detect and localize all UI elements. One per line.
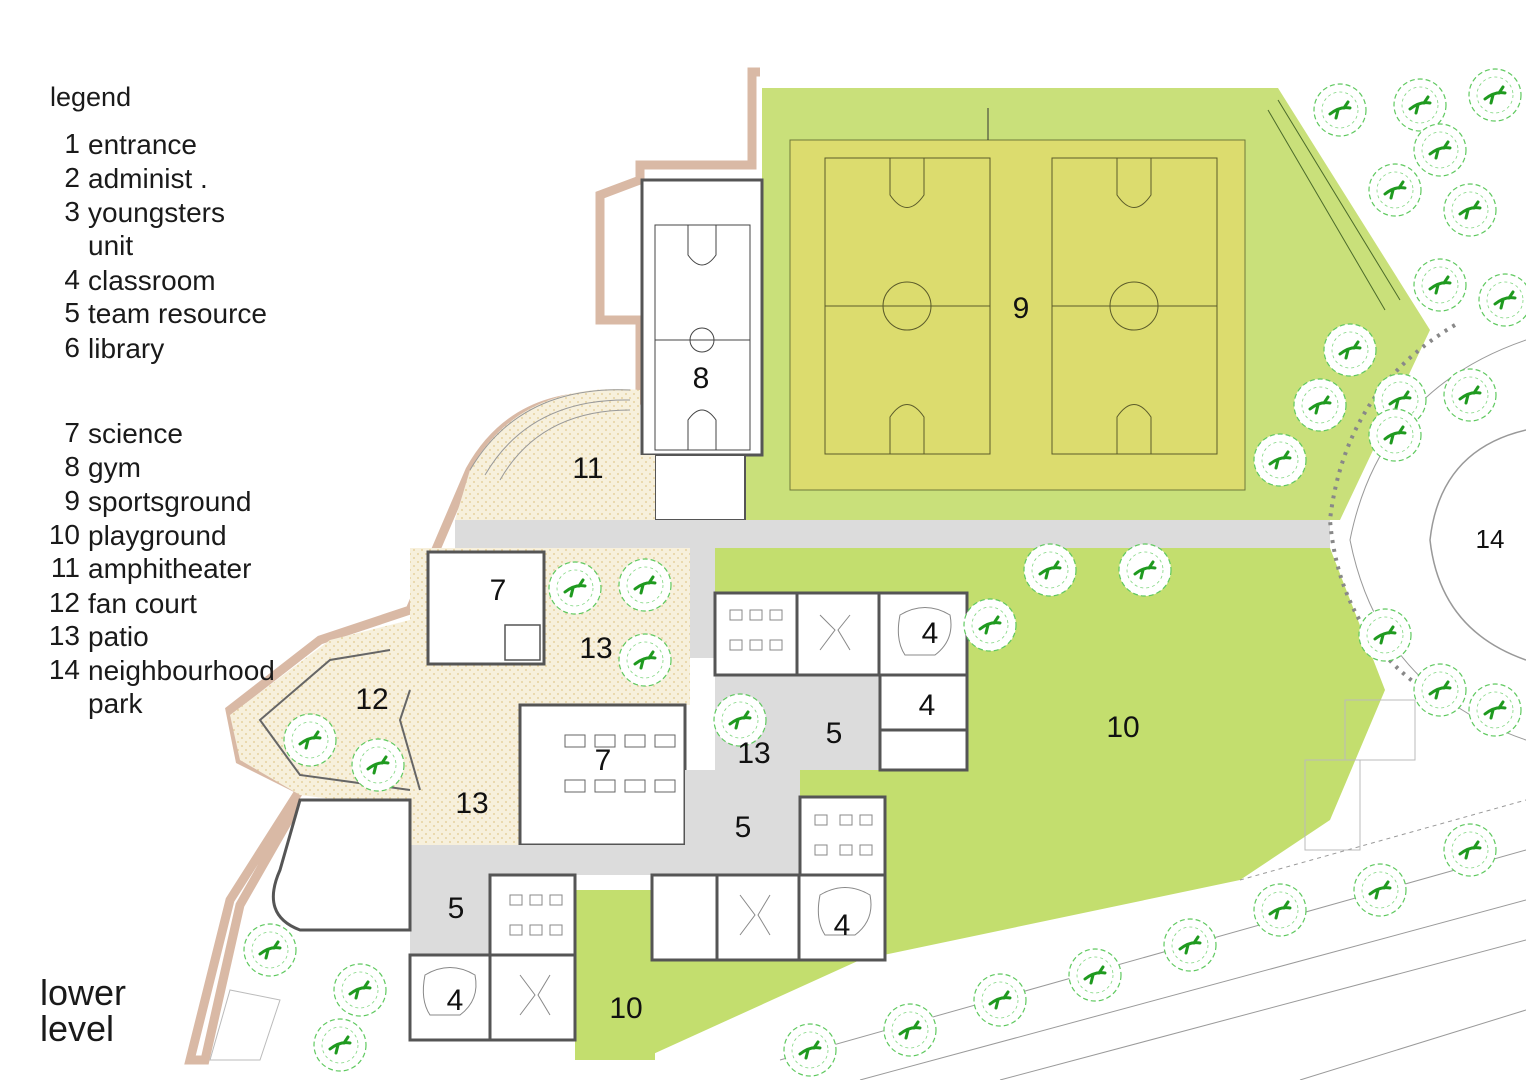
zone-label: 8 <box>693 362 710 395</box>
neighbourhood-park <box>1429 429 1526 661</box>
zone-label: 10 <box>609 992 642 1025</box>
level-label: lower level <box>40 972 127 1049</box>
zone-label: 13 <box>737 737 770 770</box>
main-corridor <box>455 520 1330 548</box>
zone-label: 5 <box>826 717 843 750</box>
zone-label: 5 <box>735 811 752 844</box>
amphitheater <box>455 389 655 520</box>
sports-court <box>789 139 1246 491</box>
zone-label: 10 <box>1106 711 1139 744</box>
zone-label: 4 <box>922 617 939 650</box>
zone-label: 7 <box>490 574 507 607</box>
zone-label: 5 <box>448 892 465 925</box>
legend-title: legend <box>50 82 132 112</box>
zone-label: 9 <box>1013 292 1030 325</box>
zone-labels: 9 8 11 14 7 13 4 4 12 7 13 5 10 5 13 5 4… <box>355 292 1504 1025</box>
zone-label: 13 <box>579 632 612 665</box>
science-room-upper <box>426 550 546 666</box>
zone-label: 7 <box>595 744 612 777</box>
zone-label: 14 <box>1476 524 1505 554</box>
zone-label: 11 <box>572 452 603 485</box>
zone-label: 12 <box>355 683 388 716</box>
zone-label: 4 <box>834 909 851 942</box>
zone-label: 4 <box>919 689 936 722</box>
classrooms <box>271 591 969 1042</box>
science-room-lower <box>518 703 687 847</box>
zone-label: 4 <box>447 984 464 1017</box>
zone-label: 13 <box>455 787 488 820</box>
